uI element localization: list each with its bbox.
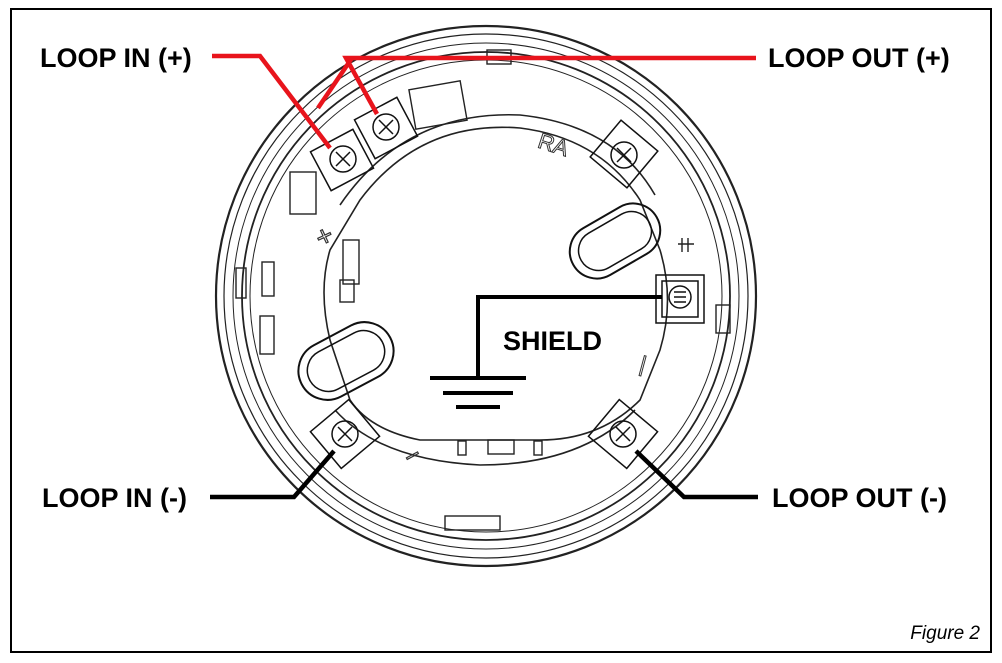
- figure-caption: Figure 2: [910, 623, 980, 644]
- label-loop-out-neg: LOOP OUT (-): [772, 483, 947, 513]
- plus-marking: +: [310, 219, 338, 254]
- base-small-details: [289, 79, 694, 456]
- wire-loop-in-neg: [210, 449, 336, 500]
- terminal-loop-in-neg: [309, 398, 381, 470]
- terminal-loop-out-neg: [587, 398, 659, 470]
- label-loop-in-pos: LOOP IN (+): [40, 43, 192, 73]
- mounting-slot-upper: [568, 202, 662, 280]
- wire-loop-in-pos: [212, 53, 332, 150]
- ground-symbol: [430, 376, 526, 409]
- ra-marking: RA: [535, 128, 572, 161]
- wire-loop-out-neg: [634, 449, 758, 500]
- wire-loop-out-pos-a: [342, 55, 756, 116]
- wire-shield: [476, 295, 662, 378]
- base-outer-rings: [214, 24, 758, 568]
- terminal-shield: [655, 274, 705, 324]
- label-loop-out-pos: LOOP OUT (+): [768, 43, 950, 73]
- label-shield: SHIELD: [503, 326, 603, 356]
- terminal-upper-right: [589, 119, 659, 189]
- terminal-loop-in-pos: [309, 128, 375, 192]
- base-inner-body: [323, 113, 669, 466]
- minus-marking: −: [398, 438, 425, 472]
- label-loop-in-neg: LOOP IN (-): [42, 483, 187, 513]
- mounting-slot-lower: [297, 321, 395, 401]
- minus-marking-right: |: [637, 351, 649, 377]
- wire-loop-out-pos-b: [316, 56, 354, 110]
